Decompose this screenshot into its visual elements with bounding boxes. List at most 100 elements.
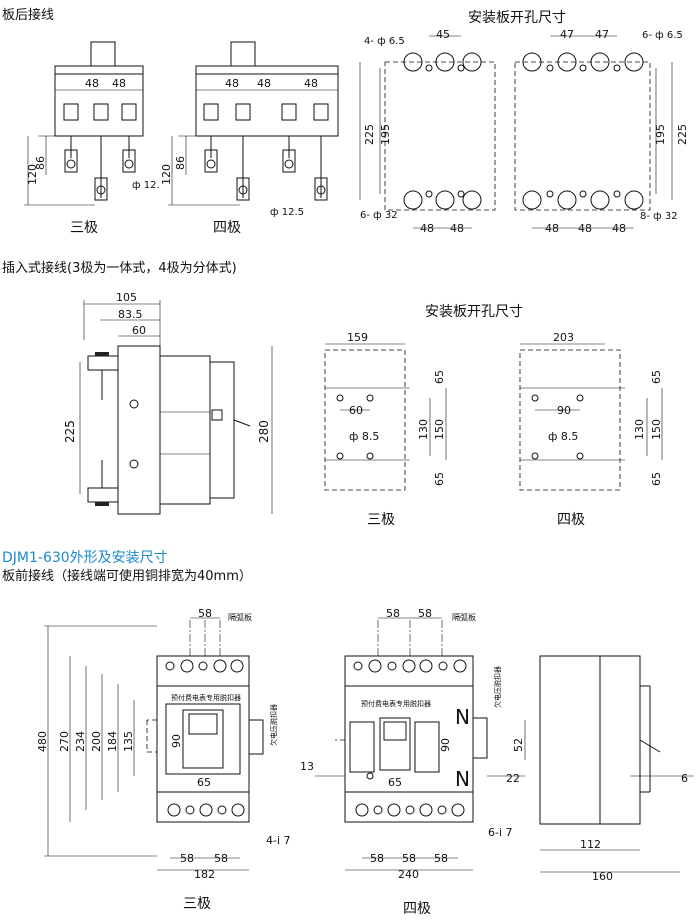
f3-dim-58b: 58 xyxy=(214,852,228,865)
f4-n-top: N xyxy=(455,705,470,729)
c3-caption: 三极 xyxy=(367,512,395,528)
plugin-side-drawing xyxy=(79,300,273,515)
side-profile-drawing xyxy=(539,655,694,873)
c4-dim-90: 90 xyxy=(557,404,571,417)
h4-dim-225: 225 xyxy=(676,124,689,145)
c4-dim-203: 203 xyxy=(553,331,574,344)
r3-dim-120: 120 xyxy=(26,164,39,185)
r4-caption: 四极 xyxy=(213,220,241,236)
f4-dim-58a: 58 xyxy=(370,852,384,865)
h4-dim-195: 195 xyxy=(654,124,667,145)
holes-3pole-drawing xyxy=(359,35,496,229)
c4-dim-65a: 65 xyxy=(650,370,663,384)
f3-dim-200: 200 xyxy=(90,731,103,752)
c3-dim-150: 150 xyxy=(433,419,446,440)
h4-dim-48c: 48 xyxy=(612,222,626,235)
section2-panel-title: 安装板开孔尺寸 xyxy=(425,304,523,320)
f3-dim-135: 135 xyxy=(122,731,135,752)
rear-3pole-drawing xyxy=(24,41,144,206)
ps-dim-83: 83.5 xyxy=(118,308,143,321)
sp-dim-6: 6 xyxy=(681,772,688,785)
ps-dim-105: 105 xyxy=(116,291,137,304)
f4-dim-holes: 6-i 7 xyxy=(488,826,513,839)
r4-dim-a: 48 xyxy=(225,77,239,90)
h4-dim-47a: 47 xyxy=(560,28,574,41)
h3-dim-195: 195 xyxy=(379,124,392,145)
f4-dim-90: 90 xyxy=(439,738,452,752)
h4-dim-48b: 48 xyxy=(578,222,592,235)
f4-n-bottom: N xyxy=(455,767,470,791)
c3-dim-65a: 65 xyxy=(433,370,446,384)
ps-dim-60: 60 xyxy=(132,324,146,337)
rear-4pole-drawing xyxy=(168,41,339,206)
c4-dim-130: 130 xyxy=(633,419,646,440)
c3-dim-159: 159 xyxy=(347,331,368,344)
f3-dim-184: 184 xyxy=(106,731,119,752)
f4-dim-58b: 58 xyxy=(402,852,416,865)
h3-dim-phi: 6- ф 32 xyxy=(360,210,398,221)
f4-dim-52: 52 xyxy=(512,738,525,752)
cutout-3pole-drawing xyxy=(324,343,447,491)
sp-dim-160: 160 xyxy=(592,870,613,883)
f4-dim-240: 240 xyxy=(398,868,419,881)
f3-dim-65: 65 xyxy=(197,776,211,789)
h4-dim-holes: 6- ф 6.5 xyxy=(642,30,683,41)
r3-dim-phi: ф 12. xyxy=(132,180,160,191)
c3-dim-65b: 65 xyxy=(433,472,446,486)
h4-dim-47b: 47 xyxy=(595,28,609,41)
f3-caption: 三极 xyxy=(183,896,211,912)
c4-dim-150: 150 xyxy=(650,419,663,440)
f3-dim-90: 90 xyxy=(170,734,183,748)
cutout-4pole-drawing xyxy=(519,343,663,491)
c3-dim-60: 60 xyxy=(349,404,363,417)
ps-dim-225: 225 xyxy=(63,420,77,443)
r4-dim-120: 120 xyxy=(160,164,173,185)
section2-title: 插入式接线(3极为一体式，4极为分体式) xyxy=(2,260,237,276)
f3-dim-58top: 58 xyxy=(198,607,212,620)
r3-dim-b: 48 xyxy=(112,77,126,90)
f4-dim-58b-top: 58 xyxy=(418,607,432,620)
f4-dim-58a-top: 58 xyxy=(386,607,400,620)
r4-dim-c: 48 xyxy=(304,77,318,90)
f4-label-side: 欠电压脱扣器 xyxy=(493,666,502,708)
f4-caption: 四极 xyxy=(403,901,431,917)
c3-dim-phi: ф 8.5 xyxy=(349,430,379,443)
f3-dim-480: 480 xyxy=(36,731,49,752)
h3-dim-48b: 48 xyxy=(450,222,464,235)
h4-dim-phi: 8- ф 32 xyxy=(640,211,678,222)
r4-dim-86: 86 xyxy=(174,156,187,170)
c4-dim-phi: ф 8.5 xyxy=(548,430,578,443)
f3-dim-234: 234 xyxy=(74,731,87,752)
f3-label-arc: 隔弧板 xyxy=(228,612,252,622)
r4-dim-b: 48 xyxy=(257,77,271,90)
ps-dim-280: 280 xyxy=(257,420,271,443)
f3-dim-58a: 58 xyxy=(180,852,194,865)
section1-title: 板后接线 xyxy=(2,7,54,23)
f3-label-panel: 预付费电表专用脱扣器 xyxy=(171,693,241,702)
h3-dim-45: 45 xyxy=(436,28,450,41)
f3-dim-182: 182 xyxy=(194,868,215,881)
holes-4pole-drawing xyxy=(514,35,673,229)
r3-dim-86: 86 xyxy=(34,156,47,170)
front-3pole-drawing xyxy=(44,617,264,871)
r3-caption: 三极 xyxy=(70,220,98,236)
f4-dim-58c: 58 xyxy=(434,852,448,865)
section3-heading: DJM1-630外形及安装尺寸 xyxy=(2,550,168,566)
r3-dim-a: 48 xyxy=(85,77,99,90)
f3-dim-270: 270 xyxy=(58,731,71,752)
front-4pole-drawing xyxy=(315,617,526,871)
f4-dim-13: 13 xyxy=(300,760,314,773)
f3-dim-holes: 4-i 7 xyxy=(266,834,291,847)
f4-dim-22: 22 xyxy=(506,772,520,785)
h4-dim-48a: 48 xyxy=(545,222,559,235)
f3-label-side: 欠电压脱扣器 xyxy=(269,704,278,746)
h3-dim-225: 225 xyxy=(363,124,376,145)
f4-label-arc: 隔弧板 xyxy=(452,612,476,622)
r4-dim-phi: ф 12.5 xyxy=(270,207,304,218)
section3-subtitle: 板前接线（接线端可使用铜排宽为40mm） xyxy=(2,568,252,584)
section1-panel-title: 安装板开孔尺寸 xyxy=(468,10,566,26)
c4-caption: 四极 xyxy=(557,512,585,528)
f4-label-panel: 预付费电表专用脱扣器 xyxy=(361,699,431,708)
h3-dim-holes: 4- ф 6.5 xyxy=(364,36,405,47)
